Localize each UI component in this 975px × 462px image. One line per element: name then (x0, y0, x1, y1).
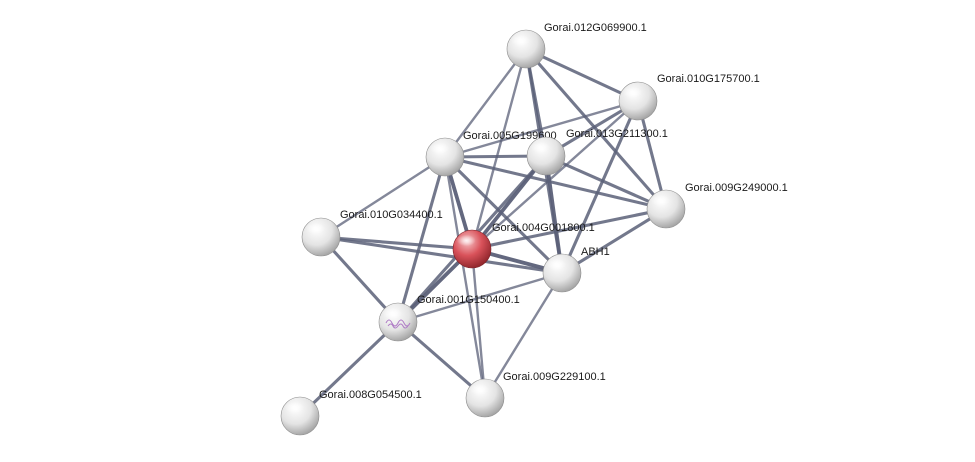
network-node[interactable]: Gorai.009G249000.1 (646, 182, 788, 229)
edge-n4-n7 (319, 155, 447, 239)
edge-n3-n4 (443, 99, 640, 159)
node-highlight (622, 86, 642, 99)
node-sphere[interactable] (425, 137, 465, 177)
edge-n7-n1 (319, 235, 474, 251)
edge-n6-n1 (470, 207, 668, 251)
protein-structure-icon (385, 319, 411, 329)
node-highlight (429, 142, 449, 155)
edge-n2-n1 (470, 47, 528, 251)
network-node[interactable]: ABH1 (542, 246, 610, 293)
node-sphere[interactable] (526, 136, 566, 176)
edge-n8-n9 (396, 271, 564, 324)
node-highlight (546, 258, 566, 271)
edge-n9-n11 (298, 320, 400, 418)
node-label: ABH1 (581, 246, 610, 258)
edge-n4-n10 (443, 155, 487, 400)
edge-n1-n10 (470, 247, 487, 400)
edge-n6-n8 (560, 207, 668, 275)
query-node[interactable]: Gorai.004G001800.1 (452, 222, 595, 269)
node-label: Gorai.013G211300.1 (566, 128, 668, 140)
node-highlight (469, 383, 489, 396)
node-label: Gorai.004G001800.1 (492, 222, 595, 234)
edge-n4-n6 (443, 155, 668, 211)
node-highlight (650, 194, 670, 207)
node-highlight (305, 222, 325, 235)
node-label: Gorai.009G249000.1 (685, 182, 788, 194)
edge-n4-n9 (396, 155, 447, 324)
edge-n2-n4 (443, 47, 528, 159)
edge-n5-n8 (544, 154, 564, 275)
edge-n3-n8 (560, 99, 640, 275)
nodes-layer: Gorai.004G001800.1 Gorai.012G069900.1Gora… (280, 22, 788, 436)
node-highlight (510, 34, 530, 47)
node-label: Gorai.010G175700.1 (657, 73, 760, 85)
node-label: Gorai.012G069900.1 (544, 22, 647, 34)
node-label: Gorai.009G229100.1 (503, 371, 606, 383)
network-node[interactable]: Gorai.008G054500.1 (280, 389, 422, 436)
node-highlight (382, 307, 402, 320)
node-highlight (530, 141, 550, 154)
query-node-sphere[interactable] (452, 229, 492, 269)
edge-n7-n8 (319, 235, 564, 275)
edge-n8-n10 (483, 271, 564, 400)
edge-n5-n6 (544, 154, 668, 211)
node-highlight (284, 401, 304, 414)
node-sphere[interactable] (618, 81, 658, 121)
edges-layer (298, 47, 668, 418)
node-label: Gorai.008G054500.1 (319, 389, 422, 401)
node-sphere[interactable] (542, 253, 582, 293)
network-node[interactable]: Gorai.010G175700.1 (618, 73, 760, 121)
node-sphere[interactable] (506, 29, 546, 69)
network-node[interactable]: Gorai.013G211300.1 (526, 128, 668, 176)
edge-n2-n6 (524, 47, 668, 211)
network-node[interactable]: Gorai.009G229100.1 (465, 371, 606, 418)
edge-n3-n1 (470, 99, 640, 251)
network-node[interactable]: Gorai.012G069900.1 (506, 22, 647, 69)
edge-n4-n8 (443, 155, 564, 275)
node-label: Gorai.001G150400.1 (417, 294, 520, 306)
network-node[interactable]: Gorai.010G034400.1 (301, 209, 443, 257)
network-node[interactable]: Gorai.001G150400.1 (378, 294, 520, 342)
node-label: Gorai.010G034400.1 (340, 209, 443, 221)
node-sphere[interactable] (301, 217, 341, 257)
edge-n2-n3 (524, 47, 640, 103)
node-sphere[interactable] (280, 396, 320, 436)
network-node[interactable]: Gorai.005G199600 (425, 130, 557, 177)
node-sphere[interactable] (646, 189, 686, 229)
node-label: Gorai.005G199600 (463, 130, 557, 142)
node-highlight (456, 234, 476, 247)
node-sphere[interactable] (465, 378, 505, 418)
